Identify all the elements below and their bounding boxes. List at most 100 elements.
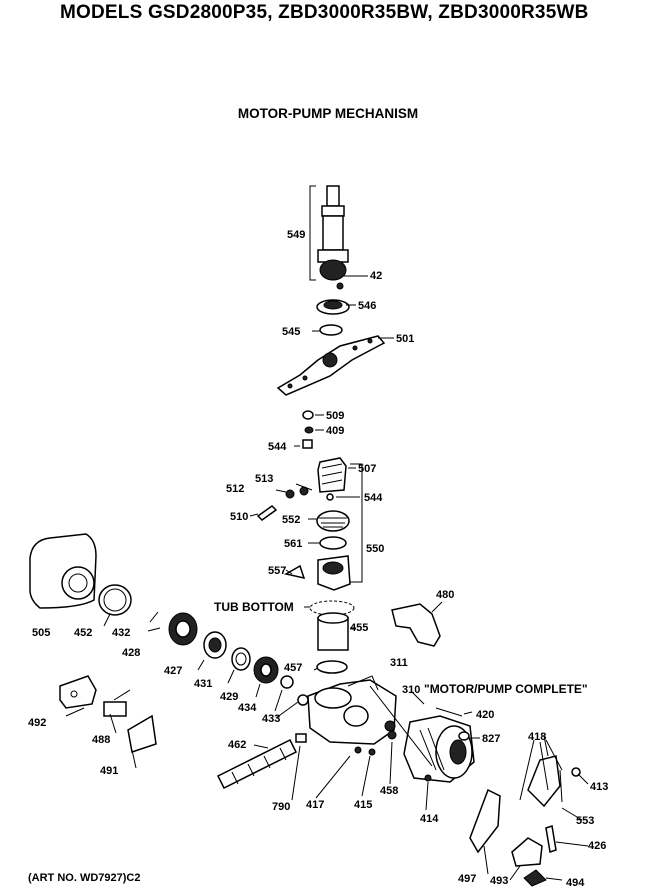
label-488: 488: [92, 734, 110, 746]
worm-spring-462: [216, 738, 298, 790]
part-509: [302, 410, 314, 420]
label-492: 492: [28, 717, 46, 729]
label-561: 561: [284, 538, 302, 550]
label-433: 433: [262, 713, 280, 725]
label-493: 493: [490, 875, 508, 887]
art-number: (ART NO. WD7927)C2: [28, 872, 141, 884]
part-420: [435, 707, 463, 717]
part-510: [256, 505, 278, 521]
section-title: MOTOR-PUMP MECHANISM: [237, 106, 419, 121]
part-790: [295, 733, 307, 743]
duct-505: [29, 533, 97, 609]
label-544-upper: 544: [268, 441, 287, 453]
duct-480: [391, 603, 441, 647]
label-415: 415: [354, 799, 372, 811]
part-417: [354, 746, 362, 754]
part-433: [297, 694, 309, 706]
part-512: [285, 489, 295, 499]
label-557: 557: [268, 565, 286, 577]
pump-body-311: [307, 675, 397, 745]
motor-pump-complete-label: "MOTOR/PUMP COMPLETE": [424, 682, 588, 696]
label-552: 552: [282, 514, 300, 526]
label-509: 509: [326, 410, 344, 422]
label-497: 497: [458, 873, 476, 885]
label-545: 545: [282, 326, 300, 338]
label-413: 413: [590, 781, 608, 793]
label-417: 417: [306, 799, 324, 811]
part-434: [280, 675, 294, 689]
part-544-lower: [326, 493, 334, 501]
label-426: 426: [588, 840, 606, 852]
part-458: [387, 730, 397, 740]
part-494: [523, 869, 547, 887]
leader-lines: [65, 275, 589, 881]
bracket-491: [127, 714, 157, 753]
label-494: 494: [566, 877, 585, 889]
impeller-552: [316, 510, 350, 532]
label-42: 42: [370, 270, 382, 282]
part-409: [304, 426, 314, 434]
page-title: MODELS GSD2800P35, ZBD3000R35BW, ZBD3000…: [60, 2, 589, 23]
part-432: [149, 611, 159, 623]
part-42: [336, 282, 344, 290]
label-457: 457: [284, 662, 302, 674]
motor: [403, 715, 475, 783]
gear-428: [168, 612, 198, 646]
label-501: 501: [396, 333, 414, 345]
label-790: 790: [272, 801, 290, 813]
part-431: [231, 647, 251, 671]
label-431: 431: [194, 678, 212, 690]
label-480: 480: [436, 589, 454, 601]
label-546: 546: [358, 300, 376, 312]
label-455: 455: [350, 622, 368, 634]
label-418: 418: [528, 731, 546, 743]
part-561: [319, 536, 347, 550]
pump-housing-550: [317, 463, 363, 591]
clip-493: [511, 837, 543, 867]
part-827: [458, 731, 470, 741]
switch-488: [103, 689, 131, 717]
tub-bottom-label: TUB BOTTOM: [214, 600, 294, 614]
label-550: 550: [366, 543, 384, 555]
label-512: 512: [226, 483, 244, 495]
label-544-lower: 544: [364, 492, 383, 504]
rod-426: [545, 825, 557, 853]
bracket-497: [469, 788, 501, 854]
part-557: [283, 564, 306, 580]
label-513: 513: [255, 473, 273, 485]
clamp-452: [98, 584, 132, 616]
label-429: 429: [220, 691, 238, 703]
spray-tube-549: [309, 185, 349, 281]
label-414: 414: [420, 813, 439, 825]
wash-arm-hub-507: [317, 457, 347, 493]
label-420: 420: [476, 709, 494, 721]
part-415: [368, 748, 376, 756]
label-409: 409: [326, 425, 344, 437]
switch-492: [59, 675, 97, 709]
tub-bottom-gasket: [309, 600, 355, 616]
part-545: [319, 324, 343, 336]
seal-455: [317, 612, 349, 651]
label-510: 510: [230, 511, 248, 523]
spring-553: [559, 769, 563, 803]
label-452: 452: [74, 627, 92, 639]
label-553: 553: [576, 815, 594, 827]
label-462: 462: [228, 739, 246, 751]
label-311: 311: [390, 657, 408, 669]
label-432: 432: [112, 627, 130, 639]
label-507: 507: [358, 463, 376, 475]
bracket-418: [519, 739, 563, 808]
label-427: 427: [164, 665, 182, 677]
label-310: 310: [402, 684, 420, 696]
label-505: 505: [32, 627, 50, 639]
part-414: [424, 774, 432, 782]
part-544-upper: [302, 439, 313, 449]
upper-spray-arm-501: [276, 335, 386, 396]
label-491: 491: [100, 765, 118, 777]
part-427: [203, 631, 227, 659]
label-458: 458: [380, 785, 398, 797]
label-827: 827: [482, 733, 500, 745]
label-434: 434: [238, 702, 257, 714]
part-546: [316, 299, 350, 315]
